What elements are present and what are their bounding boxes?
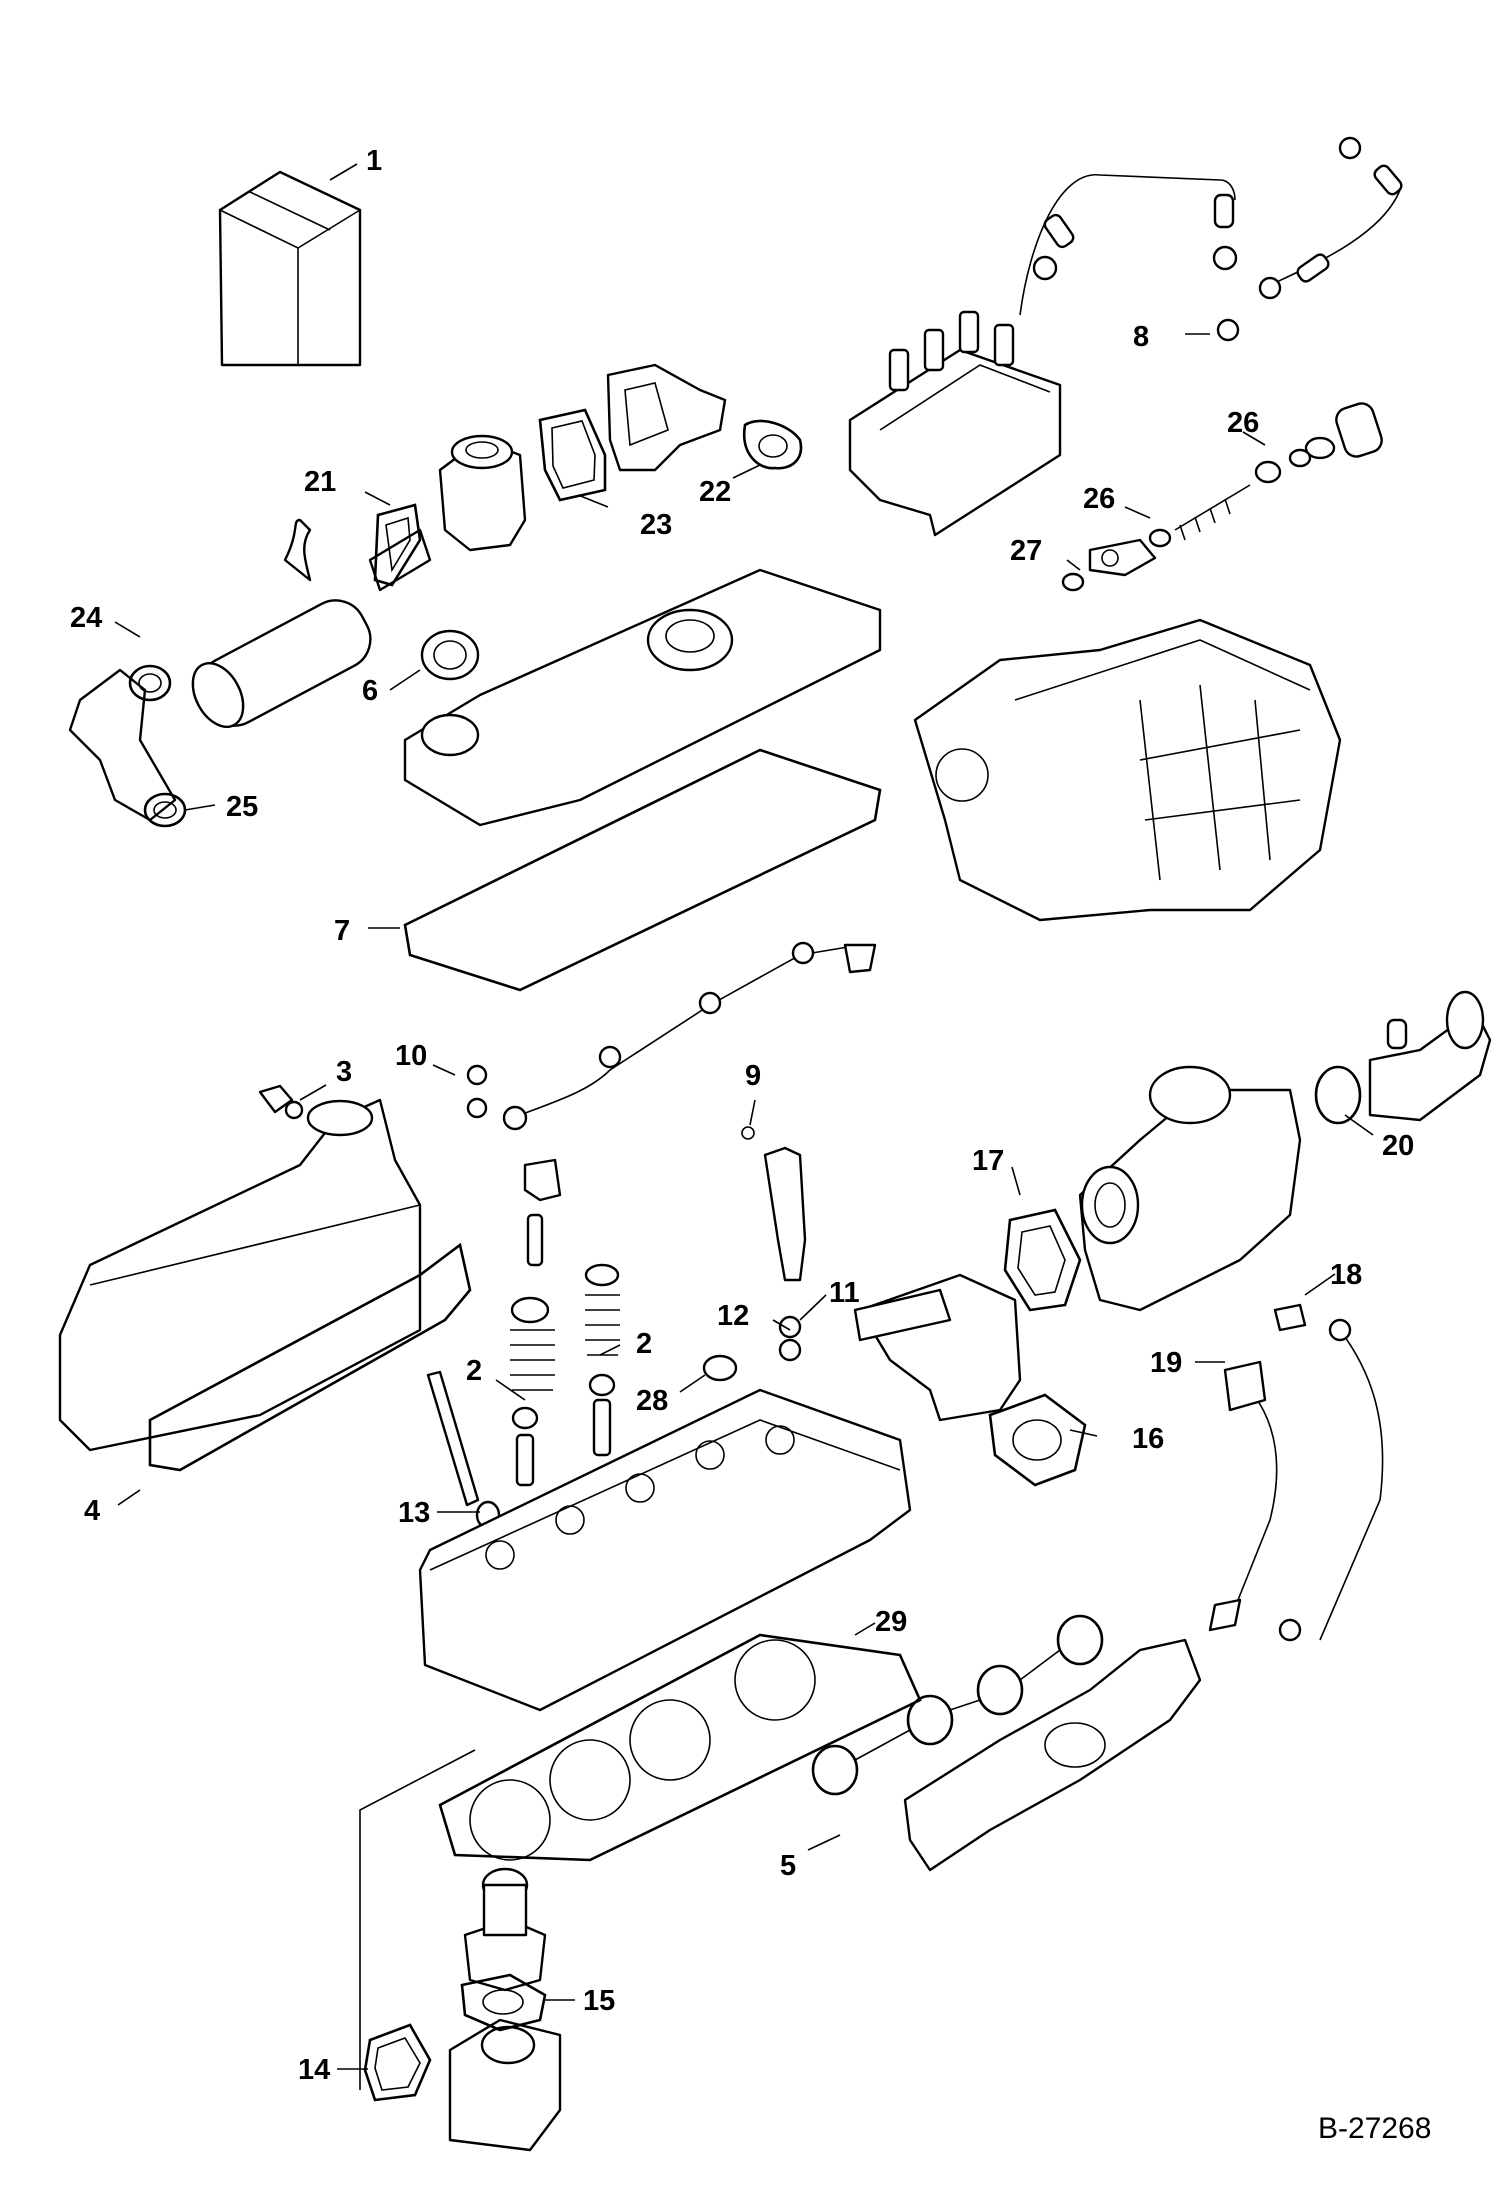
callout-12: 12 (717, 1300, 749, 1332)
turbo-oil-lines (1208, 1303, 1384, 1642)
callout-26b: 26 (1083, 483, 1115, 515)
egr-valve (438, 434, 527, 552)
callout-5: 5 (780, 1850, 796, 1882)
turbocharger (1078, 1065, 1302, 1312)
fuel-injection-line (1019, 136, 1403, 342)
pump-plunger-parts (1061, 402, 1383, 592)
thermostat-housing (448, 1867, 562, 2152)
fuel-injector (741, 1126, 807, 1362)
valve-springs-stems (510, 1158, 620, 1487)
callout-11: 11 (829, 1277, 860, 1309)
callout-2b: 2 (636, 1328, 652, 1360)
egr-pipe-flange (606, 363, 727, 472)
gear-case (913, 618, 1342, 922)
thermostat-gasket-14 (359, 1749, 476, 2102)
callout-3: 3 (336, 1056, 352, 1088)
callout-21: 21 (304, 466, 336, 498)
plug-3 (258, 1084, 304, 1120)
callout-24: 24 (70, 602, 102, 634)
callout-6: 6 (362, 675, 378, 707)
valve-cover-gasket-7 (403, 748, 882, 992)
callout-16: 16 (1132, 1423, 1164, 1455)
callout-23: 23 (640, 509, 672, 541)
oil-seal-6 (420, 629, 480, 681)
turbo-gasket-16 (988, 1393, 1087, 1487)
callout-29: 29 (875, 1606, 907, 1638)
callout-22: 22 (699, 476, 731, 508)
callout-4: 4 (84, 1495, 100, 1527)
callout-13: 13 (398, 1497, 430, 1529)
callout-26a: 26 (1227, 407, 1259, 439)
intake-manifold-gasket-4 (148, 1242, 472, 1472)
egr-gasket-23 (538, 408, 607, 502)
fuel-injection-pump (848, 310, 1062, 537)
turbo-gasket-20 (1314, 1065, 1362, 1125)
exhaust-manifold-gaskets-5 (811, 1614, 1104, 1796)
egr-cooler-assembly (68, 518, 432, 822)
exhaust-manifold (903, 1638, 1202, 1872)
callout-15: 15 (583, 1985, 615, 2017)
callout-28: 28 (636, 1385, 668, 1417)
egr-gasket-21 (373, 503, 422, 587)
callout-8: 8 (1133, 321, 1149, 353)
callout-10: 10 (395, 1040, 427, 1072)
callout-9: 9 (745, 1060, 761, 1092)
callout-2a: 2 (466, 1355, 482, 1387)
valve-cover (403, 568, 882, 827)
glow-plug (426, 1370, 501, 1530)
egr-gasket-24 (128, 664, 172, 702)
turbo-adapter (853, 1273, 1022, 1422)
intake-manifold (58, 1098, 422, 1452)
callout-20: 20 (1382, 1130, 1414, 1162)
seal-28 (702, 1354, 738, 1382)
thermostat-gasket-15 (460, 1973, 547, 2032)
callout-14: 14 (298, 2054, 330, 2086)
callout-18: 18 (1330, 1259, 1362, 1291)
callout-27: 27 (1010, 535, 1042, 567)
egr-gasket-22 (742, 419, 803, 470)
cylinder-head (418, 1388, 912, 1712)
callout-25: 25 (226, 791, 258, 823)
callout-1: 1 (366, 145, 382, 177)
fuel-return-line (466, 941, 877, 1131)
callout-7: 7 (334, 915, 350, 947)
callout-19: 19 (1150, 1347, 1182, 1379)
figure-reference-code: B-27268 (1318, 2112, 1431, 2145)
callout-17: 17 (972, 1145, 1004, 1177)
gasket-kit-box (218, 170, 362, 367)
callout-leaders (114, 163, 1374, 2070)
turbo-gasket-17 (1003, 1208, 1082, 1312)
turbo-outlet-elbow (1368, 990, 1492, 1122)
